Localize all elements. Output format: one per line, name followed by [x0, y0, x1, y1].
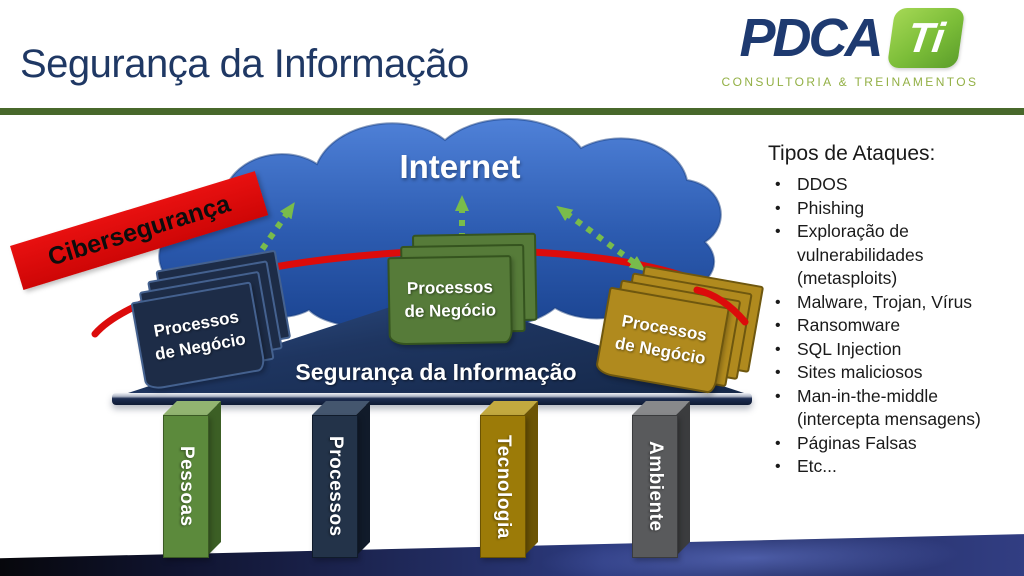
stack-card-front: Processos de Negócio — [387, 255, 513, 346]
pillar-label: Processos — [325, 436, 346, 537]
attack-item: Páginas Falsas — [766, 432, 1020, 456]
logo-tagline: CONSULTORIA & TREINAMENTOS — [721, 75, 979, 89]
page-title: Segurança da Informação — [20, 42, 469, 86]
pillar-side-face — [207, 401, 221, 556]
attack-item: Malware, Trojan, Vírus — [766, 291, 1020, 315]
pillar-side-face — [524, 401, 538, 556]
pillar-top-face — [480, 401, 538, 415]
stack-label: Processos de Negócio — [404, 277, 497, 321]
pillar-tecnologia: Tecnologia — [480, 401, 538, 558]
pillar-label: Pessoas — [176, 446, 197, 527]
pyramid-label: Segurança da Informação — [295, 359, 577, 385]
attack-item: SQL Injection — [766, 338, 1020, 362]
attack-item: Sites maliciosos — [766, 361, 1020, 385]
pillar-front-face: Pessoas — [163, 415, 209, 558]
logo-ti-badge: Ti — [886, 8, 965, 68]
pillar-front-face: Ambiente — [632, 415, 678, 558]
pyramid-base-platform — [112, 393, 752, 405]
pillar-label: Tecnologia — [493, 434, 514, 539]
internet-label: Internet — [399, 148, 521, 185]
attack-item: Exploração de vulnerabilidades (metasplo… — [766, 220, 1020, 291]
business-process-stack-navy: Processos de Negócio — [126, 249, 296, 404]
attack-types-heading: Tipos de Ataques: — [768, 142, 936, 165]
attack-item: Phishing — [766, 197, 1020, 221]
logo-brand-text: PDCA — [739, 8, 883, 68]
pillar-side-face — [676, 401, 690, 556]
pillar-top-face — [163, 401, 221, 415]
attack-types-list: DDOS Phishing Exploração de vulnerabilid… — [766, 173, 1020, 479]
pillar-processos: Processos — [312, 401, 370, 558]
pillar-label: Ambiente — [645, 441, 666, 532]
arrow-cloud-to-gold-stack — [556, 205, 646, 272]
pillar-ambiente: Ambiente — [632, 401, 690, 558]
pillar-front-face: Processos — [312, 415, 358, 558]
business-process-stack-green: Processos de Negócio — [387, 232, 538, 356]
stack-label: Processos de Negócio — [152, 307, 248, 364]
pillar-pessoas: Pessoas — [163, 401, 221, 558]
pdca-ti-logo: PDCA Ti CONSULTORIA & TREINAMENTOS — [704, 8, 996, 89]
attack-item: DDOS — [766, 173, 1020, 197]
attack-types-panel: Tipos de Ataques: DDOS Phishing Exploraç… — [766, 142, 1020, 479]
stack-card-front: Processos de Negócio — [130, 281, 267, 392]
header-divider — [0, 108, 1024, 115]
pillar-front-face: Tecnologia — [480, 415, 526, 558]
pillar-top-face — [632, 401, 690, 415]
attack-item: Man-in-the-middle (intercepta mensagens) — [766, 385, 1020, 432]
pillar-top-face — [312, 401, 370, 415]
attack-item: Ransomware — [766, 314, 1020, 338]
attack-item: Etc... — [766, 455, 1020, 479]
logo-row: PDCA Ti — [704, 8, 996, 68]
pillar-side-face — [356, 401, 370, 556]
cybersecurity-ellipse-end — [693, 286, 749, 326]
